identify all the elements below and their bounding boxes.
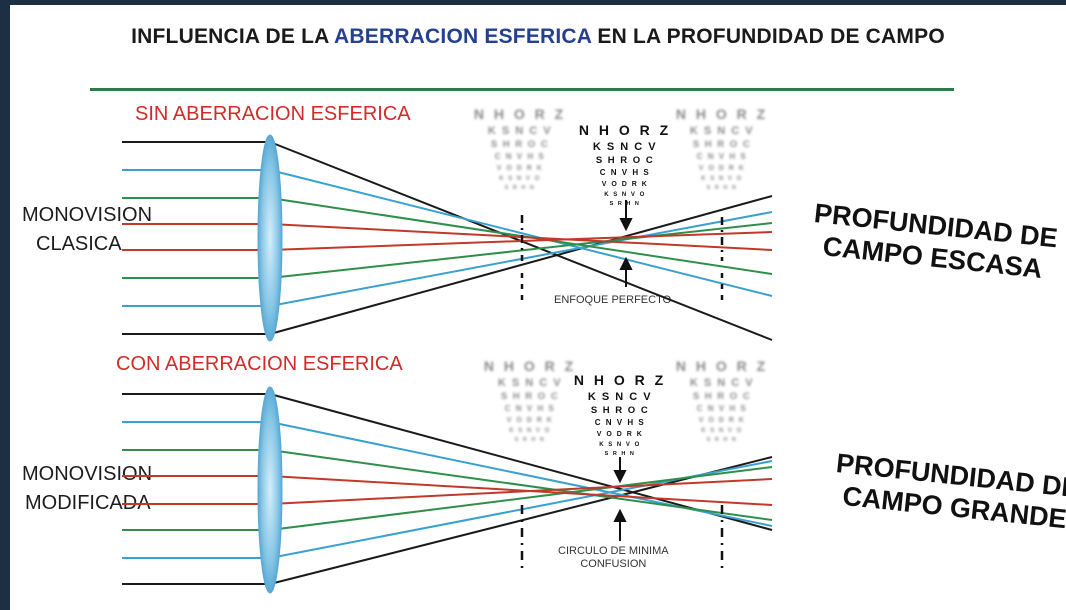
top-chart-center: N H O R Z K S N C V S H R O C C N V H S V O … [579, 122, 671, 207]
top-ray-group [122, 141, 773, 341]
bottom-chart-center-row: V O D R K [597, 431, 644, 438]
top-chart-center-row: K S N C V [593, 141, 657, 153]
top-chart-center-row: V O D R K [602, 181, 649, 188]
top-ray-blue-1-out [269, 169, 773, 297]
title-part-1: INFLUENCIA DE LA [131, 25, 335, 48]
top-focus-label: ENFOQUE PERFECTO [554, 294, 672, 306]
bottom-chart-left-row: V O D R K [507, 417, 554, 424]
bottom-focus-line-1: CIRCULO DE MINIMA [558, 545, 669, 557]
top-chart-right-row: S R H N [707, 185, 738, 191]
bottom-side-label: MONOVISION MODIFICADA [22, 460, 152, 518]
eye-charts: N H O R Z K S N C V S H R O C C N V H S V O … [474, 106, 768, 457]
bottom-lens [257, 386, 283, 594]
bottom-chart-left: N H O R Z K S N C V S H R O C C N V H S V O … [484, 358, 576, 443]
depth-markers [520, 215, 724, 570]
bottom-chart-left-row: C N V H S [505, 404, 555, 413]
bottom-chart-left-row: S H R O C [501, 391, 559, 402]
top-chart-left-row: K S N V O [499, 176, 541, 182]
top-chart-right-row: N H O R Z [676, 106, 768, 122]
bottom-chart-center-row: C N V H S [595, 418, 645, 427]
top-chart-right-row: K S N V O [701, 176, 743, 182]
bottom-chart-right-row: S R H N [707, 437, 738, 443]
bottom-chart-left-row: K S N C V [498, 377, 562, 389]
top-chart-left-row: N H O R Z [474, 106, 566, 122]
top-ray-black-2-out [269, 195, 773, 335]
top-chart-right-row: K S N C V [690, 125, 754, 137]
top-focus-arrows [619, 200, 633, 287]
top-ray-green-2-out [269, 222, 773, 279]
bottom-focus-arrows [613, 457, 627, 541]
bottom-chart-left-row: K S N V O [509, 428, 551, 434]
bottom-section-label: CON ABERRACION ESFERICA [116, 353, 403, 375]
bottom-chart-left-row: N H O R Z [484, 358, 576, 374]
top-chart-right-row: V O D R K [699, 165, 746, 172]
top-chart-center-row: S R H N [610, 201, 641, 207]
top-chart-left-row: C N V H S [495, 152, 545, 161]
top-chart-left-row: S R H N [505, 185, 536, 191]
bottom-chart-center-row: S H R O C [591, 405, 649, 416]
bottom-chart-center-row: S R H N [605, 451, 636, 457]
bottom-focus-label: CIRCULO DE MINIMA CONFUSION [558, 545, 669, 571]
bottom-ray-red-2-out [269, 478, 773, 505]
optics-diagram: N H O R Z K S N C V S H R O C C N V H S V O … [122, 106, 773, 594]
bottom-chart-right-row: K S N C V [690, 377, 754, 389]
bottom-ray-green-2-out [269, 466, 773, 531]
page-title: INFLUENCIA DE LA ABERRACION ESFERICA EN … [10, 25, 1066, 49]
title-divider [90, 88, 954, 91]
top-side-line-1: MONOVISION [22, 204, 153, 226]
top-lens [257, 134, 283, 342]
top-chart-right-row: C N V H S [697, 152, 747, 161]
bottom-side-line-1: MONOVISION [22, 463, 153, 485]
bottom-chart-left-row: S R H N [515, 437, 546, 443]
top-chart-right: N H O R Z K S N C V S H R O C C N V H S V O … [676, 106, 768, 191]
top-chart-left-row: K S N C V [488, 125, 552, 137]
top-chart-left-row: S H R O C [491, 139, 549, 150]
bottom-chart-right-row: C N V H S [697, 404, 747, 413]
bottom-chart-right-row: S H R O C [693, 391, 751, 402]
bottom-chart-right: N H O R Z K S N C V S H R O C C N V H S V O … [676, 358, 768, 443]
bottom-chart-center-row: K S N V O [599, 442, 641, 448]
top-chart-center-row: S H R O C [596, 155, 654, 166]
top-chart-center-row: K S N V O [604, 192, 646, 198]
bottom-ray-group [122, 393, 773, 585]
top-chart-center-row: N H O R Z [579, 122, 671, 138]
bottom-chart-center: N H O R Z K S N C V S H R O C C N V H S V O … [574, 372, 666, 457]
bottom-focus-line-2: CONFUSION [580, 558, 647, 570]
bottom-ray-green-1-out [269, 449, 773, 521]
top-chart-center-row: C N V H S [600, 168, 650, 177]
bottom-chart-center-row: N H O R Z [574, 372, 666, 388]
top-chart-left: N H O R Z K S N C V S H R O C C N V H S V O … [474, 106, 566, 191]
title-highlight: ABERRACION ESFERICA [334, 25, 592, 48]
bottom-chart-center-row: K S N C V [588, 391, 652, 403]
top-chart-right-row: S H R O C [693, 139, 751, 150]
top-chart-left-row: V O D R K [497, 165, 544, 172]
title-part-2: EN LA PROFUNDIDAD DE CAMPO [591, 25, 945, 48]
top-side-line-2: CLASICA [36, 233, 122, 255]
top-section-label: SIN ABERRACION ESFERICA [135, 103, 411, 125]
bottom-side-line-2: MODIFICADA [25, 492, 151, 514]
slide: INFLUENCIA DE LA ABERRACION ESFERICA EN … [10, 5, 1066, 610]
bottom-chart-right-row: V O D R K [699, 417, 746, 424]
bottom-chart-right-row: N H O R Z [676, 358, 768, 374]
top-side-label: MONOVISION CLASICA [22, 201, 152, 259]
bottom-chart-right-row: K S N V O [701, 428, 743, 434]
